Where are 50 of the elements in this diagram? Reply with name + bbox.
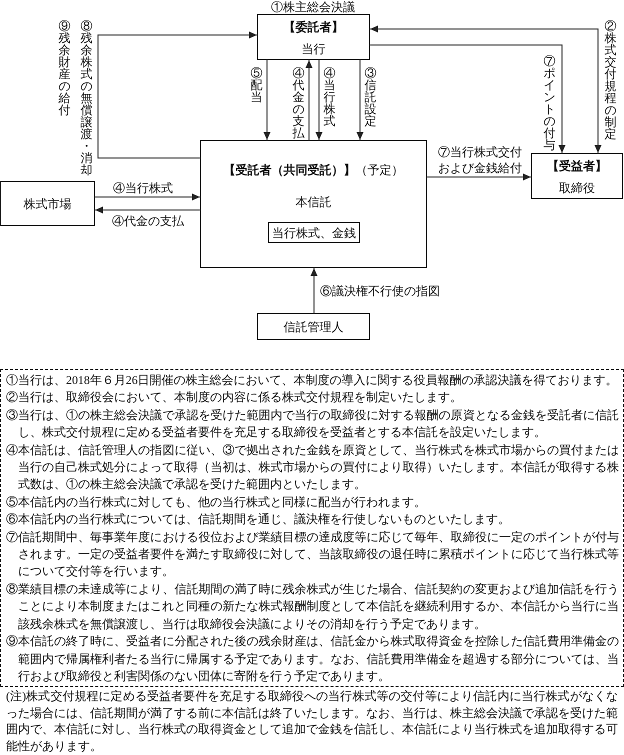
edge-label: ④当行株式 xyxy=(113,181,173,195)
note-text: ⑧業績目標の未達成等により、信託期間の満了時に残余株式が生じた場合、信託契約の変更および追加信託を行うことにより本制度またはこれと同種の新たな株式報酬制度として本信託を継続利用するか、本信託から当行に当該残余株式を無償譲渡し、当行は取締役会決議によりその消却を行う予定であります。 xyxy=(6,580,619,633)
note-text: ⑦信託期間中、毎事業年度における役位および業績目標の達成度等に応じて毎年、取締役に一定のポイントが付与されます。一定の受益者要件を満たす取締役に対して、当該取締役の退任時に累積ポイントに応じて当行株式等について交付等を行います。 xyxy=(6,528,619,580)
name-text: 株式市場 xyxy=(24,196,72,210)
note-text: ⑥本信託内の当行株式については、信託期間を通じ、議決権を行使しないものといたします。 xyxy=(6,511,511,528)
vertical-label: ⑨残余財産の給付 xyxy=(58,20,71,116)
caption-text: ①株主総会決議 xyxy=(271,0,355,14)
edge-label: ⑧残余株式の無償譲渡・消却 xyxy=(80,20,93,176)
name-text: 取締役 xyxy=(559,181,595,195)
edge-label: ④代金の支払 xyxy=(292,67,305,139)
entity-box xyxy=(257,14,370,60)
arrow xyxy=(310,268,318,314)
arrow xyxy=(94,206,200,214)
edge-label: ⑦当行株式交付および金銭給付 xyxy=(437,144,523,176)
note-text: ⑤本信託内の当行株式に対しても、他の当行株式と同様に配当が行われます。 xyxy=(6,494,427,511)
entity-box xyxy=(200,140,427,268)
note-text: ①当行は、2018年６月26日開催の株主総会において、本制度の導入に関する役員報酬の承認決議を得ております。 xyxy=(6,372,619,389)
arrow xyxy=(306,60,312,140)
notes-box xyxy=(0,369,624,688)
name-text: 当行 xyxy=(302,42,326,56)
arrow xyxy=(370,44,566,154)
edge-label: ③信託設定 xyxy=(364,67,377,127)
edge-label: ④当行株式 xyxy=(323,67,336,127)
heading-text: 【受託者（共同受託）】（予定） xyxy=(224,163,404,177)
arrow xyxy=(370,26,602,154)
name-text: 当行株式、金銭 xyxy=(272,226,356,240)
heading-text: 【委託者】 xyxy=(284,20,344,34)
arrow xyxy=(356,60,364,140)
edge-label: ②株式交付規程の制定 xyxy=(604,20,617,140)
entity-box xyxy=(531,153,623,199)
note-text: ⑨本信託の終了時に、受益者に分配された後の残余財産は、信託金から株式取得資金を控除した信託費用準備金の範囲内で帰属権利者たる当行に帰属する予定であります。なお、信託費用準備金を超過する部分については、当行および取締役と利害関係のない団体に寄附を行う予定であります。 xyxy=(6,633,619,685)
note-text: ②当行は、取締役会において、本制度の内容に係る株式交付規程を制定いたします。 xyxy=(6,389,463,406)
arrow xyxy=(94,194,200,200)
name-text: 本信託 xyxy=(296,195,332,209)
edge-label: ⑥議決権不行使の指図 xyxy=(320,284,440,298)
edge-label: ⑤配当 xyxy=(250,67,263,103)
footnote-text: (注)株式交付規程に定める受益者要件を充足する取締役への当行株式等の交付等により信託内に当行株式がなくなった場合には、信託期間が満了する前に本信託は終了いたします。なお、当行は、株主総会決議で承認を受けた範囲内で、本信託に対し、当行株式の取得資金として追加で金銭を信託し、本信託により当行株式を追加取得する可能性があります。 xyxy=(6,688,618,754)
arrow xyxy=(264,60,270,140)
note-text: ③当行は、①の株主総会決議で承認を受けた範囲内で当行の取締役に対する報酬の原資となる金銭を受託者に信託し、株式交付規程に定める受益者要件を充足する取締役を受益者とする本信託を設定いたします。 xyxy=(6,406,619,442)
entity-box xyxy=(257,313,370,340)
edge-label: ⑦ポイントの付与 xyxy=(543,55,556,151)
arrow xyxy=(98,32,258,158)
entity-box xyxy=(0,181,95,226)
heading-text: 【受益者】 xyxy=(547,159,607,173)
arrow xyxy=(316,60,322,140)
arrow xyxy=(426,174,532,180)
edge-label: ④代金の支払 xyxy=(112,214,184,228)
name-text: 信託管理人 xyxy=(284,320,344,334)
note-text: ④本信託は、信託管理人の指図に従い、③で拠出された金銭を原資として、当行株式を株式市場からの買付または当行の自己株式処分によって取得（当初は、株式市場からの買付により取得）いたします。本信託が取得する株式数は、①の株主総会決議で承認を受けた範囲内といたします。 xyxy=(6,442,619,494)
inner-box xyxy=(268,222,360,243)
